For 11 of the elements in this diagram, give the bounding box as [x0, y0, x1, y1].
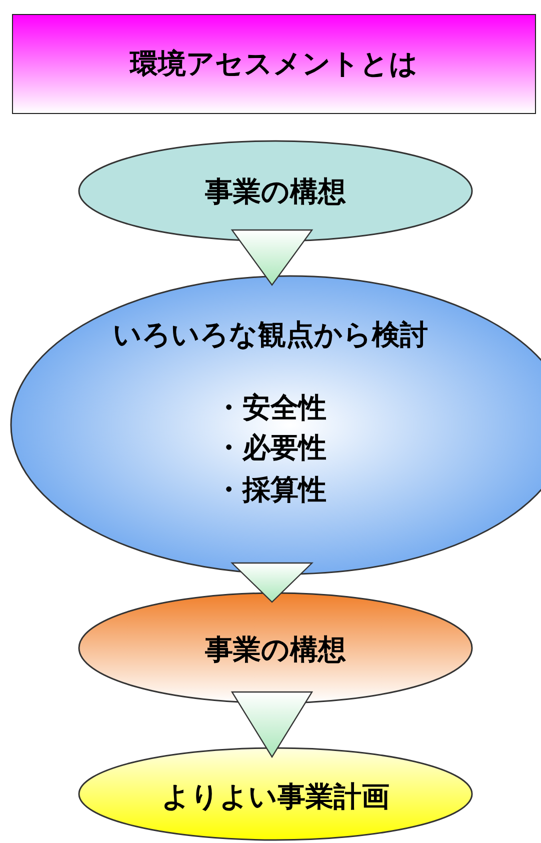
node-text: いろいろな観点から検討: [113, 318, 428, 351]
bullet-item: ・採算性: [214, 473, 326, 506]
triangle-arrow: [230, 562, 314, 603]
node-text: 事業の構想: [205, 175, 346, 208]
bullet-item: ・必要性: [214, 431, 326, 464]
node-text: よりよい事業計画: [162, 780, 390, 813]
triangle-arrow: [230, 691, 314, 758]
node-text: 事業の構想: [205, 633, 346, 666]
bullet-item: ・安全性: [214, 391, 326, 424]
triangle-arrow: [230, 229, 314, 286]
title-text: 環境アセスメントとは: [128, 47, 419, 81]
